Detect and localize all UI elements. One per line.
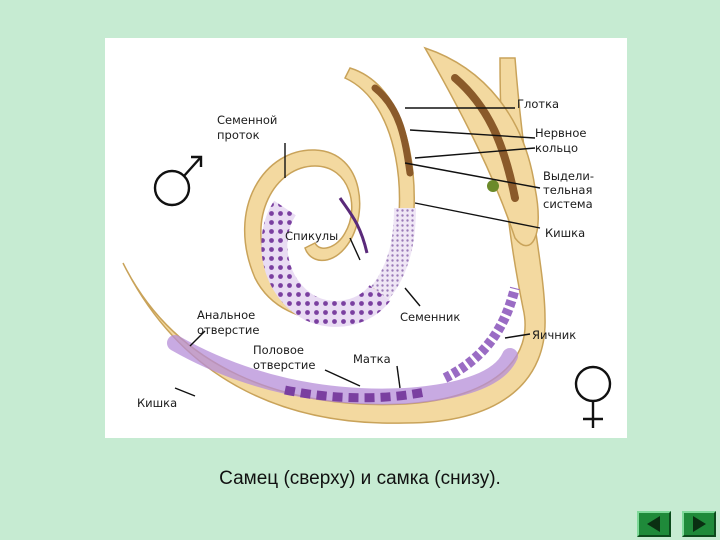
label-anal-opening-1: Анальное (197, 308, 255, 322)
label-nerve-ring-2: кольцо (535, 141, 578, 155)
label-excretory-3: система (543, 197, 593, 211)
prev-slide-button[interactable] (637, 511, 671, 537)
diagram-panel: Семенной проток Глотка Нервное кольцо Вы… (105, 38, 627, 438)
label-uterus: Матка (353, 352, 391, 366)
female-symbol (574, 365, 612, 428)
labels: Семенной проток Глотка Нервное кольцо Вы… (137, 97, 594, 410)
label-seminal-duct-2: проток (217, 128, 260, 142)
label-excretory-2: тельная (543, 183, 592, 197)
arrow-right-icon (693, 516, 706, 532)
female-head (423, 46, 539, 247)
label-seminal-duct-1: Семенной (217, 113, 277, 127)
male-body (244, 67, 416, 327)
label-anal-opening-2: отверстие (197, 323, 259, 337)
label-genital-opening-1: Половое (253, 343, 304, 357)
label-intestine-right: Кишка (545, 226, 585, 240)
label-intestine-left: Кишка (137, 396, 177, 410)
label-seminal-vesicle: Семенник (400, 310, 460, 324)
label-nerve-ring-1: Нервное (535, 126, 586, 140)
leader-lines (174, 107, 541, 397)
female-body (122, 57, 546, 424)
caption: Самец (сверху) и самка (снизу). (219, 468, 501, 489)
label-pharynx: Глотка (517, 97, 559, 111)
next-slide-button[interactable] (682, 511, 716, 537)
label-ovary: Яичник (532, 328, 576, 342)
nematode-diagram: Семенной проток Глотка Нервное кольцо Вы… (122, 46, 612, 428)
male-symbol (153, 155, 203, 207)
arrow-left-icon (647, 516, 660, 532)
label-genital-opening-2: отверстие (253, 358, 315, 372)
label-spicules: Спикулы (285, 229, 338, 243)
label-excretory-1: Выдели- (543, 169, 594, 183)
